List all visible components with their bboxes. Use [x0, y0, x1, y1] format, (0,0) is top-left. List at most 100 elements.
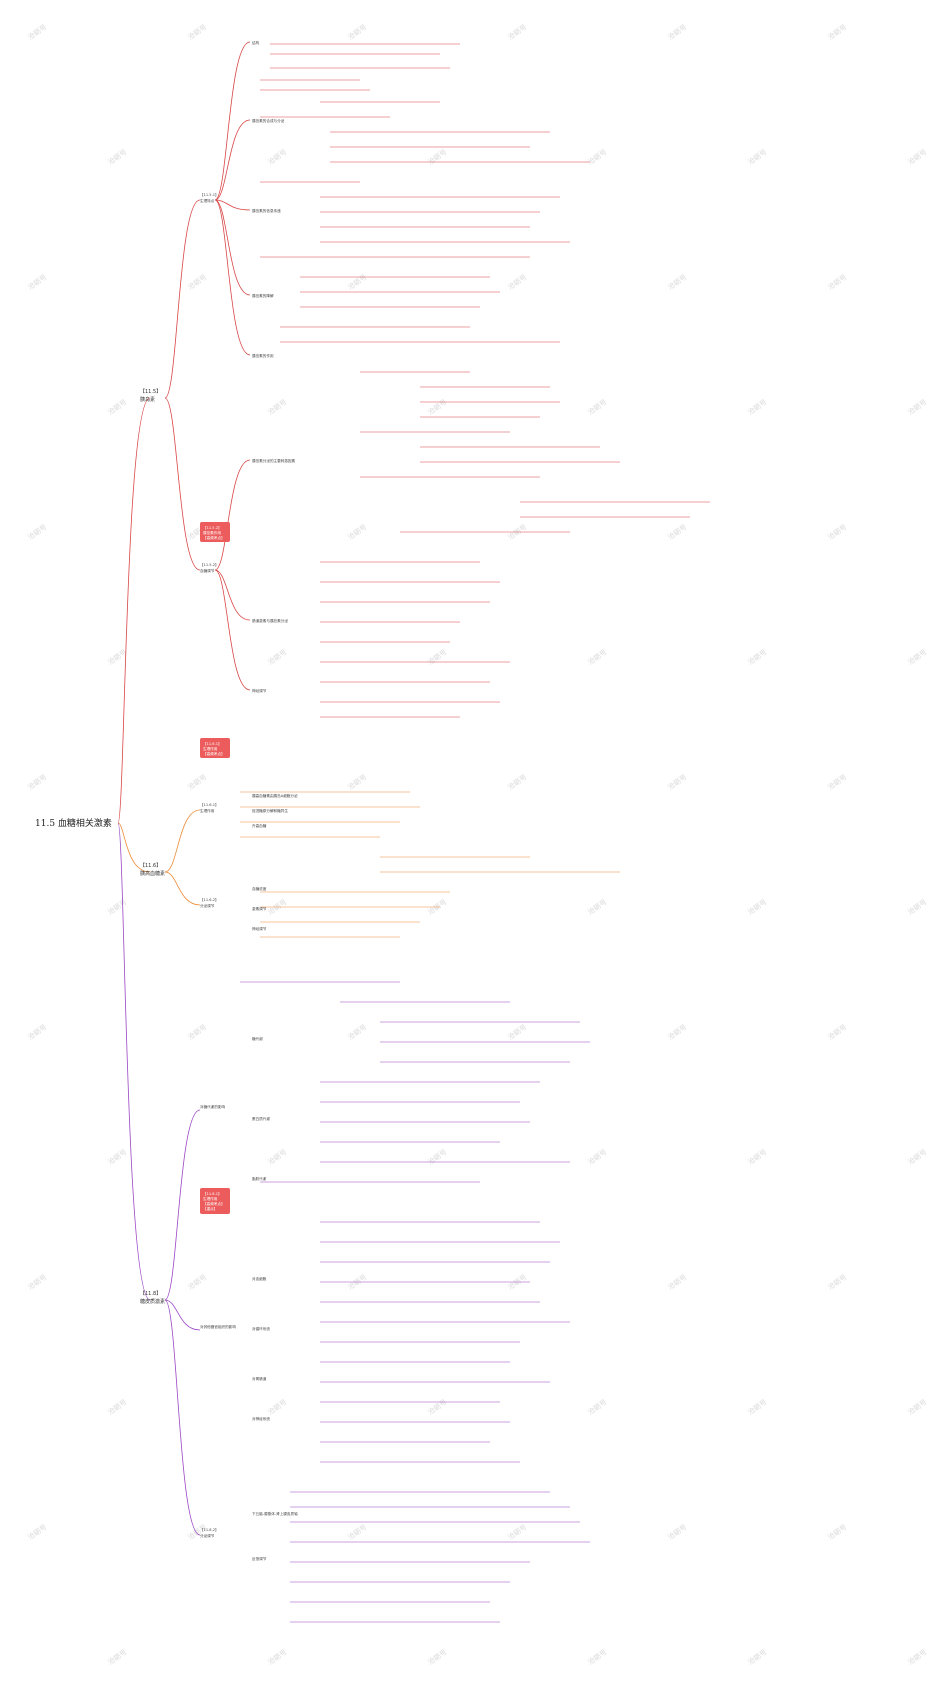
svg-text:【高频考点】: 【高频考点】 — [203, 535, 225, 540]
watermark-text: 沧砺号 — [106, 1647, 128, 1666]
item-label: 胰高血糖素由胰岛A细胞分泌 — [252, 793, 298, 798]
watermark-text: 沧砺号 — [586, 397, 608, 416]
watermark-text: 沧砺号 — [906, 1397, 928, 1416]
watermark-text: 沧砺号 — [266, 647, 288, 666]
watermark-text: 沧砺号 — [586, 897, 608, 916]
item-label: 对循环系统 — [252, 1326, 270, 1331]
watermark-text: 沧砺号 — [26, 22, 48, 41]
watermark-text: 沧砺号 — [506, 1522, 528, 1541]
watermark-text: 沧砺号 — [746, 1397, 768, 1416]
root-title: 11.5 血糖相关激素 — [35, 817, 112, 829]
watermark-text: 沧砺号 — [586, 147, 608, 166]
watermark-text: 沧砺号 — [826, 522, 848, 541]
branch-glucocorticoid[interactable]: 【11.8】 糖皮质激素 — [140, 1291, 165, 1305]
svg-text:分泌调节: 分泌调节 — [200, 1533, 215, 1538]
item-label: 胰岛素分泌的主要刺激因素 — [252, 458, 296, 463]
watermark-text: 沧砺号 — [426, 1647, 448, 1666]
watermark-text: 沧砺号 — [666, 272, 688, 291]
watermark-text: 沧砺号 — [426, 1147, 448, 1166]
watermark-text: 沧砺号 — [826, 1522, 848, 1541]
root-connector-glucagon — [117, 822, 151, 873]
section-gc-regulation[interactable]: 【11.8.2】 分泌调节 — [200, 1527, 219, 1538]
section-insulin-physiology[interactable]: 【11.5.1】 生理特点 — [200, 192, 219, 203]
branch-label-glucocorticoid-line1: 【11.8】 — [140, 1291, 161, 1297]
branch-label-glucagon-line2: 胰高血糖素 — [140, 870, 165, 877]
watermark-layer: 沧砺号沧砺号沧砺号沧砺号沧砺号沧砺号沧砺号沧砺号沧砺号沧砺号沧砺号沧砺号沧砺号沧… — [26, 22, 928, 1666]
watermark-text: 沧砺号 — [826, 272, 848, 291]
watermark-text: 沧砺号 — [506, 272, 528, 291]
svg-text:【高频考点】: 【高频考点】 — [203, 1201, 225, 1206]
svg-text:【11.5.2】: 【11.5.2】 — [200, 562, 219, 567]
item-label: 对神经系统 — [252, 1416, 270, 1421]
item-label: 对胃肠道 — [252, 1376, 267, 1381]
item-label: 胰岛素的合成与分泌 — [252, 118, 285, 123]
branch-label-insulin-line2: 胰岛素 — [140, 396, 155, 403]
watermark-text: 沧砺号 — [346, 1522, 368, 1541]
watermark-text: 沧砺号 — [346, 22, 368, 41]
watermark-text: 沧砺号 — [666, 1522, 688, 1541]
svg-text:对其他器官组织的影响: 对其他器官组织的影响 — [200, 1324, 236, 1329]
section-glucagon-function[interactable]: 【11.6.1】 生理作用 — [200, 802, 219, 813]
watermark-text: 沧砺号 — [266, 1647, 288, 1666]
item-label: 脂肪代谢 — [252, 1176, 267, 1181]
watermark-text: 沧砺号 — [266, 147, 288, 166]
section-glucagon-regulation[interactable]: 【11.6.2】 分泌调节 — [200, 897, 219, 908]
item-label: 升高血糖 — [252, 823, 267, 828]
svg-text:【高频考点】: 【高频考点】 — [203, 751, 225, 756]
watermark-text: 沧砺号 — [746, 897, 768, 916]
watermark-text: 沧砺号 — [666, 22, 688, 41]
watermark-text: 沧砺号 — [186, 1022, 208, 1041]
watermark-text: 沧砺号 — [186, 272, 208, 291]
item-label: 肠道激素与胰岛素分泌 — [252, 618, 288, 623]
svg-text:【11.5.2】: 【11.5.2】 — [203, 525, 222, 530]
watermark-text: 沧砺号 — [826, 1272, 848, 1291]
watermark-text: 沧砺号 — [666, 522, 688, 541]
watermark-text: 沧砺号 — [346, 272, 368, 291]
watermark-text: 沧砺号 — [106, 897, 128, 916]
watermark-text: 沧砺号 — [506, 772, 528, 791]
watermark-text: 沧砺号 — [906, 1147, 928, 1166]
watermark-text: 沧砺号 — [586, 1647, 608, 1666]
root-connector-insulin — [117, 397, 151, 824]
watermark-text: 沧砺号 — [826, 22, 848, 41]
watermark-text: 沧砺号 — [666, 1272, 688, 1291]
svg-text:生理作用: 生理作用 — [203, 746, 218, 751]
watermark-text: 沧砺号 — [666, 1022, 688, 1041]
svg-text:胰岛素作用: 胰岛素作用 — [203, 530, 221, 535]
highlight-tag-glucocorticoid[interactable]: 【11.8.1】 生理作用 【高频考点】 【重点】 — [200, 1188, 230, 1214]
item-label: 神经调节 — [252, 688, 267, 693]
watermark-text: 沧砺号 — [26, 522, 48, 541]
item-label: 促进糖原分解和糖异生 — [252, 808, 288, 813]
highlight-tag-glucagon[interactable]: 【11.6.1】 生理作用 【高频考点】 — [200, 738, 230, 758]
watermark-text: 沧砺号 — [26, 1022, 48, 1041]
watermark-text: 沧砺号 — [266, 397, 288, 416]
watermark-text: 沧砺号 — [586, 647, 608, 666]
watermark-text: 沧砺号 — [106, 397, 128, 416]
item-label: 结构 — [252, 40, 260, 45]
section-gc-metabolism[interactable]: 对糖代谢的影响 — [200, 1104, 226, 1109]
item-label: 胰岛素的信息传递 — [252, 208, 281, 213]
watermark-text: 沧砺号 — [26, 1272, 48, 1291]
watermark-text: 沧砺号 — [906, 647, 928, 666]
watermark-text: 沧砺号 — [666, 772, 688, 791]
watermark-text: 沧砺号 — [426, 397, 448, 416]
branch-insulin[interactable]: 【11.5】 胰岛素 — [140, 389, 161, 403]
watermark-text: 沧砺号 — [26, 1522, 48, 1541]
watermark-text: 沧砺号 — [346, 522, 368, 541]
branch-glucagon[interactable]: 【11.6】 胰高血糖素 — [140, 863, 165, 877]
watermark-text: 沧砺号 — [906, 147, 928, 166]
watermark-text: 沧砺号 — [106, 1397, 128, 1416]
svg-text:对糖代谢的影响: 对糖代谢的影响 — [200, 1104, 226, 1109]
svg-text:分泌调节: 分泌调节 — [200, 903, 215, 908]
svg-text:血糖调节: 血糖调节 — [200, 568, 215, 573]
section-gc-other[interactable]: 对其他器官组织的影响 — [200, 1324, 236, 1329]
watermark-text: 沧砺号 — [186, 22, 208, 41]
svg-text:【11.6.1】: 【11.6.1】 — [200, 802, 219, 807]
item-label: 激素调节 — [252, 906, 267, 911]
section-insulin-regulation[interactable]: 【11.5.2】 血糖调节 — [200, 562, 219, 573]
highlight-tag-insulin[interactable]: 【11.5.2】 胰岛素作用 【高频考点】 — [200, 522, 230, 542]
watermark-text: 沧砺号 — [426, 647, 448, 666]
watermark-text: 沧砺号 — [106, 1147, 128, 1166]
svg-text:【11.6.1】: 【11.6.1】 — [203, 741, 222, 746]
watermark-text: 沧砺号 — [426, 147, 448, 166]
